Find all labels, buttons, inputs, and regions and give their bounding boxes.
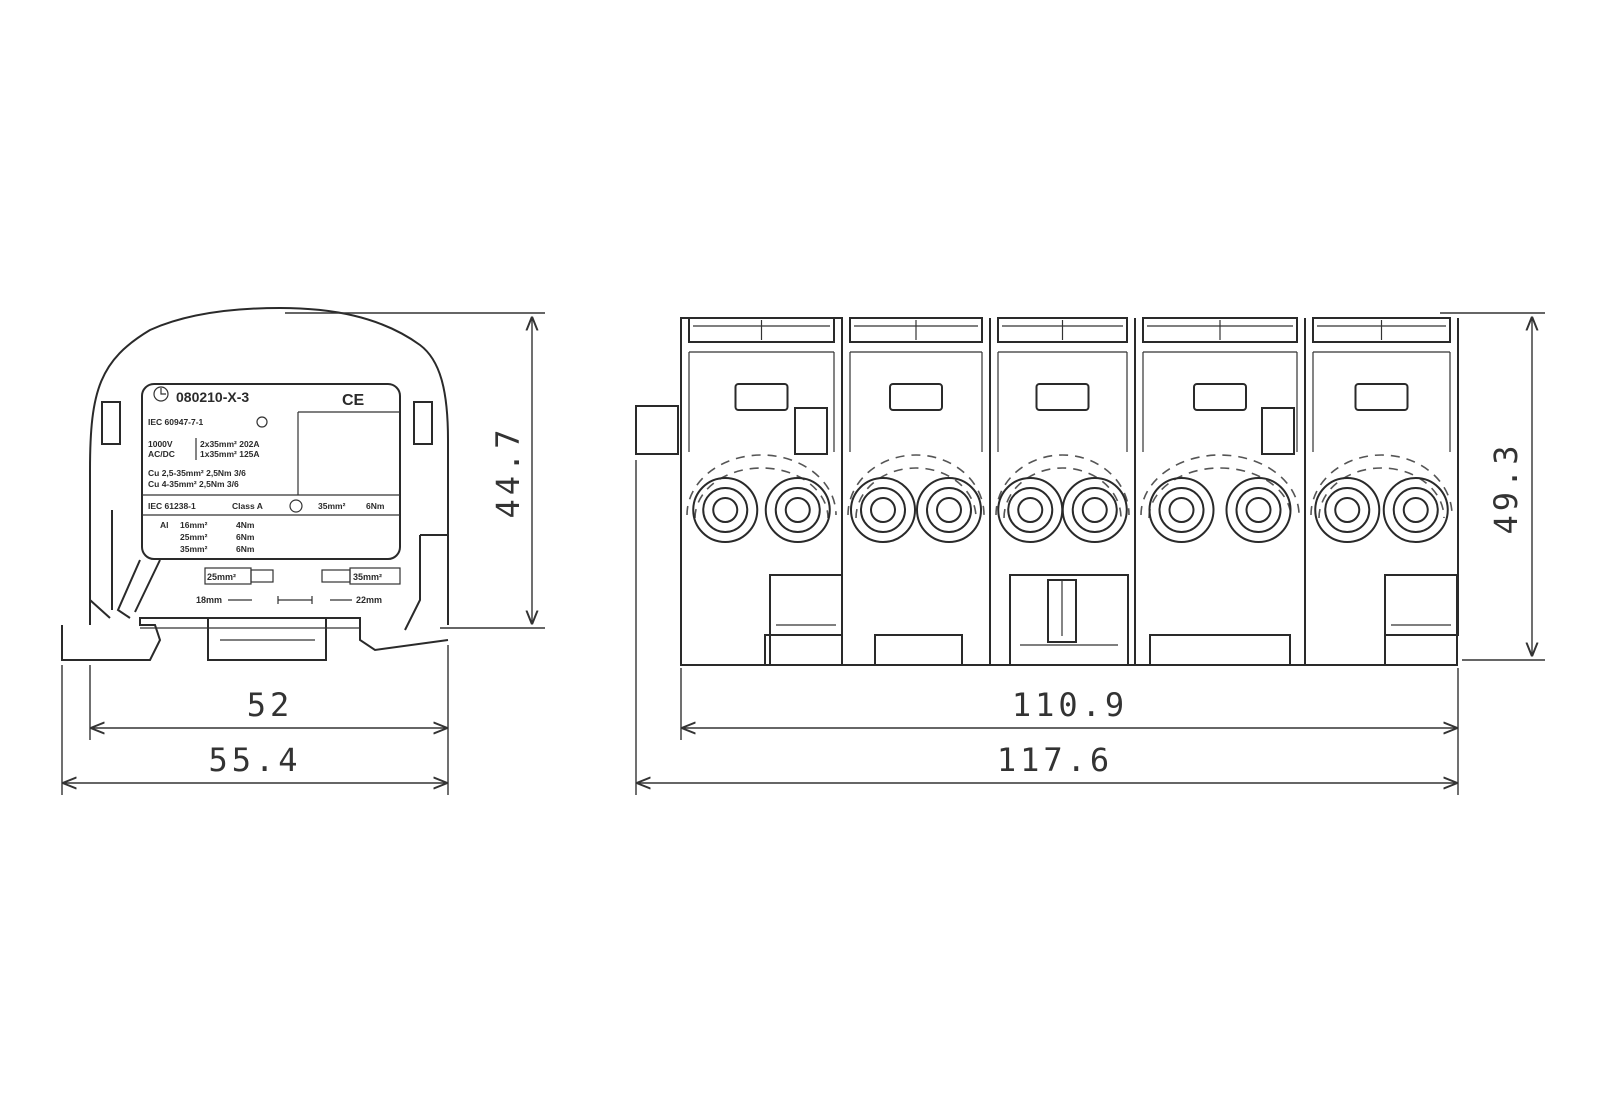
dim-front-height: 49.3 [1487, 441, 1525, 534]
side-view: 080210-X-3 CE IEC 60947-7-1 1000V AC/DC … [61, 306, 449, 661]
tag-left-text: 25mm² [207, 572, 236, 582]
ce-mark: CE [342, 392, 365, 409]
din-rail-base [61, 617, 449, 661]
label-cu2: Cu 4-35mm² 2,5Nm 3/6 [148, 479, 239, 489]
dim-front-width-outer: 117.6 [997, 741, 1113, 779]
tag-right [349, 567, 401, 585]
inspection-window [1193, 383, 1247, 411]
terminal-module-1 [680, 317, 843, 666]
cert-icon-2 [289, 499, 303, 513]
label-std2: IEC 61238-1 [148, 501, 196, 511]
label-rating1: 2x35mm² 202A [200, 439, 260, 449]
wire-entry [916, 477, 982, 543]
center-clip [1009, 574, 1129, 666]
wire-entry [1148, 477, 1215, 543]
label-al1: 16mm² [180, 520, 208, 530]
label-al1-torque: 4Nm [236, 520, 255, 530]
inspection-window [889, 383, 943, 411]
side-body-outline [89, 306, 449, 625]
screw-cap [997, 317, 1128, 343]
end-tab [635, 405, 679, 455]
label-class-torque: 6Nm [366, 501, 385, 511]
wire-entry [850, 477, 916, 543]
tag-right-text: 35mm² [353, 572, 382, 582]
label-acdc: AC/DC [148, 449, 175, 459]
side-slot-left [101, 401, 121, 445]
dim-side-height: 44.7 [489, 425, 527, 518]
dim-front-width-inner: 110.9 [1012, 686, 1128, 724]
screw-cap [1142, 317, 1298, 343]
inspection-window [1354, 383, 1409, 411]
label-al3: 35mm² [180, 544, 208, 554]
din-clip-right [404, 534, 449, 631]
wire-entry [1382, 477, 1449, 543]
front-view [635, 317, 1459, 666]
din-clip-left [89, 510, 161, 619]
screw-cap [849, 317, 983, 343]
wire-entry [1314, 477, 1381, 543]
label-al2: 25mm² [180, 532, 208, 542]
inspection-window [734, 383, 789, 411]
wire-entry [1061, 477, 1128, 543]
bottom-mechanism [207, 617, 327, 661]
side-slot-right [413, 401, 433, 445]
label-volt: 1000V [148, 439, 173, 449]
lever-block [794, 407, 828, 455]
clock-icon [153, 386, 169, 402]
side-dimensions: 44.7 52 55.4 [61, 312, 545, 795]
dim-side-width-outer: 55.4 [208, 741, 301, 779]
label-rating2: 1x35mm² 125A [200, 449, 260, 459]
cert-icon [256, 416, 268, 428]
wire-entry [692, 477, 759, 543]
label-al: Al [160, 520, 169, 530]
screw-cap [688, 317, 835, 343]
lever-block [1261, 407, 1295, 455]
strip-left-text: 18mm [196, 595, 222, 605]
label-al2-torque: 6Nm [236, 532, 255, 542]
side-clip-1 [769, 574, 843, 666]
label-class: Class A [232, 501, 263, 511]
wire-entry [1225, 477, 1292, 543]
strip-right-text: 22mm [356, 595, 382, 605]
front-dimensions: 49.3 110.9 117.6 [635, 312, 1545, 795]
label-class-wire: 35mm² [318, 501, 346, 511]
label-al3-torque: 6Nm [236, 544, 255, 554]
label-std1: IEC 60947-7-1 [148, 417, 204, 427]
side-clip-5 [1384, 574, 1458, 666]
inspection-window [1035, 383, 1090, 411]
wire-entry [764, 477, 831, 543]
screw-cap [1312, 317, 1451, 343]
part-number: 080210-X-3 [176, 389, 249, 405]
label-cu1: Cu 2,5-35mm² 2,5Nm 3/6 [148, 468, 246, 478]
dim-side-width-inner: 52 [247, 686, 294, 724]
